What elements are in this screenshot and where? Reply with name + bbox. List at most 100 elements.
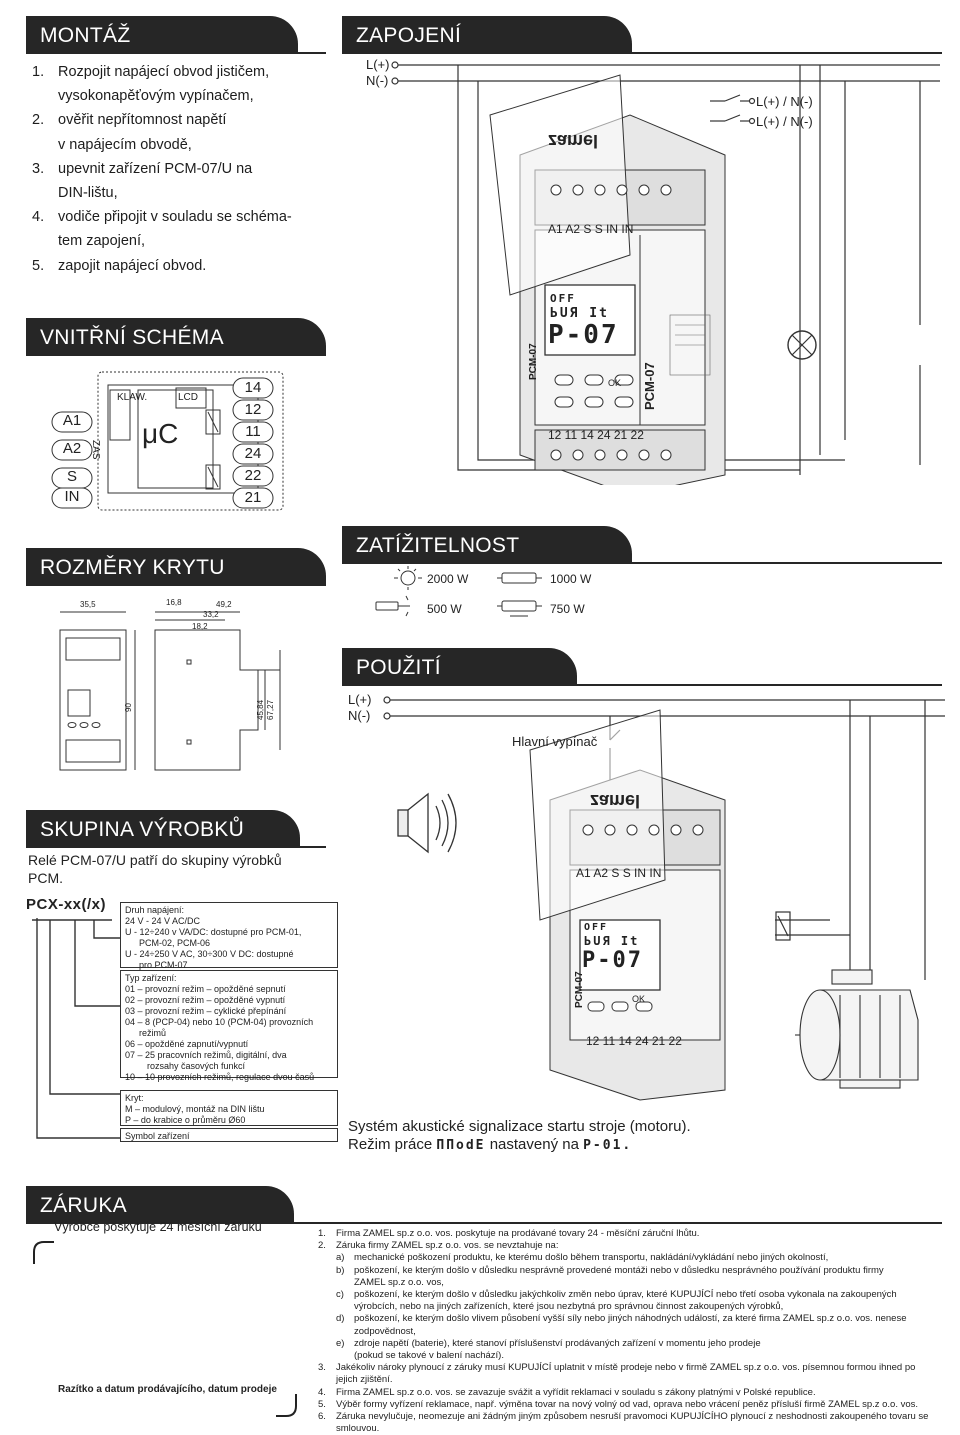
- dim-49-2: 49,2: [216, 600, 232, 609]
- zaruka-term-number: 1.: [318, 1228, 326, 1239]
- zaruka-term-text: Záruka firmy ZAMEL sp.z o.o. vos. se nev…: [336, 1240, 559, 1252]
- zapojeni-output-1: L(+) / N(-): [756, 94, 813, 109]
- code-box-line: Druh napájení:: [125, 905, 185, 915]
- zaruka-term: 2. Záruka firmy ZAMEL sp.z o.o. vos. se n…: [318, 1240, 948, 1252]
- montaz-step-text: vysokonapěťovým vypínačem,: [58, 88, 254, 105]
- zaruka-term: jejich zjištění.: [318, 1374, 948, 1386]
- zapojeni-rule: [342, 52, 942, 54]
- zaruka-term-number: [336, 1326, 354, 1338]
- montaz-step-line: v napájecím obvodě,: [32, 133, 292, 157]
- zaruka-term: 3.Jakékoliv nároky plynoucí z záruky mus…: [318, 1362, 948, 1374]
- pouziti-rule: [342, 684, 942, 686]
- pouziti-n-minus: N(-): [348, 708, 371, 723]
- dim-16-8: 16,8: [166, 598, 182, 607]
- montaz-step-number: 1.: [32, 64, 45, 80]
- dim-33-2: 33,2: [203, 610, 219, 619]
- skupina-title: SKUPINA VÝROBKŮ: [40, 818, 245, 841]
- product-code-box-device-type: Typ zařízení:01 – provozní režim – opožd…: [120, 970, 338, 1082]
- zaruka-term-text: zodpovědnost,: [354, 1325, 416, 1337]
- pouziti-caption-mode: ΠΠodE: [436, 1138, 486, 1153]
- stamp-area-frame: [33, 1241, 297, 1417]
- pouziti-ok-label: OK: [632, 994, 646, 1004]
- code-box-line: 02 – provozní režim – opožděné vypnutí: [125, 995, 286, 1005]
- zaruka-term-number: [336, 1277, 354, 1289]
- skupina-intro-line2: PCM.: [28, 870, 63, 886]
- code-box-line: Symbol zařízení: [125, 1131, 190, 1141]
- product-code-bracket-lines: [32, 918, 120, 1139]
- schematic-input-1: A2: [62, 440, 82, 457]
- montaz-step-number: [32, 133, 58, 157]
- pouziti-caption-line1: Systém akustické signalizace startu stro…: [348, 1118, 691, 1135]
- zapojeni-brand-logo: zamel: [548, 131, 599, 151]
- zapojeni-wiring-diagram: [391, 61, 940, 485]
- pouziti-top-terminals: A1 A2 S S IN IN: [576, 866, 662, 880]
- zaruka-term-number: [318, 1423, 336, 1435]
- dim-45-84: 45,84: [256, 699, 265, 720]
- zaruka-term: 1.Firma ZAMEL sp.z o.o. vos. poskytuje n…: [318, 1228, 948, 1240]
- zaruka-term-text: jejich zjištění.: [336, 1374, 393, 1386]
- zaruka-term: c)poškození, ke kterým došlo v důsledku …: [318, 1289, 948, 1301]
- code-box-line: Kryt:: [125, 1093, 144, 1103]
- zaruka-term-text: Firma ZAMEL sp.z o.o. vos. se zavazuje s…: [336, 1386, 816, 1398]
- schematic-output-1: 12: [244, 401, 262, 418]
- zaruka-term-number: [336, 1301, 354, 1313]
- pouziti-caption-line2: Režim práce ΠΠodE nastavený na P-01.: [348, 1136, 632, 1153]
- zaruka-term-number: 2.: [318, 1240, 326, 1252]
- zapojeni-lcd-line2: ЬUЯ Ιt: [550, 306, 609, 321]
- schematic-output-5: 21: [244, 489, 262, 506]
- zaruka-title: ZÁRUKA: [40, 1194, 127, 1217]
- montaz-step-number: 3.: [32, 160, 45, 177]
- zaruka-term: zodpovědnost,: [318, 1326, 948, 1338]
- zaruka-term-number: 6.: [318, 1411, 326, 1423]
- zatizitelnost-title: ZATÍŽITELNOST: [356, 534, 520, 557]
- montaz-step-number: 4.: [32, 209, 45, 226]
- montaz-step-line: 3.upevnit zařízení PCM-07/U na: [32, 157, 292, 181]
- product-code-box-symbol: Symbol zařízení: [120, 1128, 338, 1142]
- zapojeni-title: ZAPOJENÍ: [356, 24, 462, 47]
- schematic-output-0: 14: [244, 379, 262, 396]
- skupina-heading: SKUPINA VÝROBKŮ: [26, 810, 300, 848]
- code-box-line: U - 12÷240 v VA/DC: dostupné pro PCM-01,: [125, 927, 302, 937]
- pouziti-brand-logo: zamel: [590, 791, 641, 811]
- zaruka-heading: ZÁRUKA: [26, 1186, 294, 1224]
- zaruka-term: smlouvou.: [318, 1423, 948, 1435]
- dim-67-27: 67,27: [266, 699, 275, 720]
- zapojeni-heading: ZAPOJENÍ: [342, 16, 632, 54]
- zaruka-term-number: e): [336, 1337, 345, 1349]
- pouziti-heading: POUŽITÍ: [342, 648, 577, 686]
- load-750w: 750 W: [550, 602, 585, 616]
- code-box-line: 04 – 8 (PCP-04) nebo 10 (PCM-04) provozn…: [125, 1017, 314, 1027]
- code-box-line: rozsahy časových funkcí: [147, 1061, 246, 1071]
- zapojeni-lcd-line1: OFF: [550, 292, 576, 305]
- zaruka-term: ZAMEL sp.z o.o. vos,: [318, 1277, 948, 1289]
- vnitrni-heading: VNITŘNÍ SCHÉMA: [26, 318, 326, 356]
- code-box-line: P – do krabice o průměru Ø60: [125, 1115, 246, 1125]
- zaruka-term: 5.Výběr formy vyřízení reklamace, např. …: [318, 1399, 948, 1411]
- zaruka-term: 6.Záruka nevylučuje, neomezuje ani žádný…: [318, 1411, 948, 1423]
- montaz-step-line: 5.zapojit napájecí obvod.: [32, 254, 292, 278]
- code-box-line: 06 – opožděné zapnutí/vypnutí: [125, 1039, 249, 1049]
- montaz-title: MONTÁŽ: [40, 24, 131, 47]
- zapojeni-output-2: L(+) / N(-): [756, 114, 813, 129]
- zaruka-term: a)mechanické poškození produktu, ke kter…: [318, 1252, 948, 1264]
- code-box-line: pro PCM-07: [139, 960, 188, 970]
- zaruka-term-text: Výběr formy vyřízení reklamace, např. vý…: [336, 1398, 919, 1410]
- pouziti-bottom-terminals: 12 11 14 24 21 22: [586, 1034, 682, 1048]
- code-box-line: Typ zařízení:: [125, 973, 177, 983]
- zapojeni-n-minus: N(-): [366, 73, 389, 88]
- vnitrni-uc-label: μC: [142, 418, 179, 449]
- product-code: PCX-xx(/x): [26, 896, 107, 913]
- zaruka-term: d)poškození, ke kterým došlo vlivem půso…: [318, 1313, 948, 1325]
- montaz-step-number: [32, 84, 58, 108]
- montaz-step-text: vodiče připojit v souladu se schéma-: [58, 209, 292, 226]
- zapojeni-lcd-line3: P-07: [548, 320, 619, 350]
- montaz-step-text: Rozpojit napájecí obvod jističem,: [58, 64, 270, 80]
- zaruka-term-text: výrobcích, nebo na jiných zařízeních, kt…: [354, 1301, 784, 1313]
- zaruka-term-number: c): [336, 1289, 344, 1301]
- zaruka-term-text: zdroje napětí (baterie), které stanoví p…: [354, 1337, 761, 1349]
- code-box-line: 01 – provozní režim – opožděné sepnutí: [125, 984, 286, 994]
- zaruka-term-number: [318, 1374, 336, 1386]
- pouziti-caption-val: P-01.: [583, 1138, 633, 1153]
- schematic-output-4: 22: [244, 467, 262, 484]
- montaz-step-line: vysokonapěťovým vypínačem,: [32, 84, 292, 108]
